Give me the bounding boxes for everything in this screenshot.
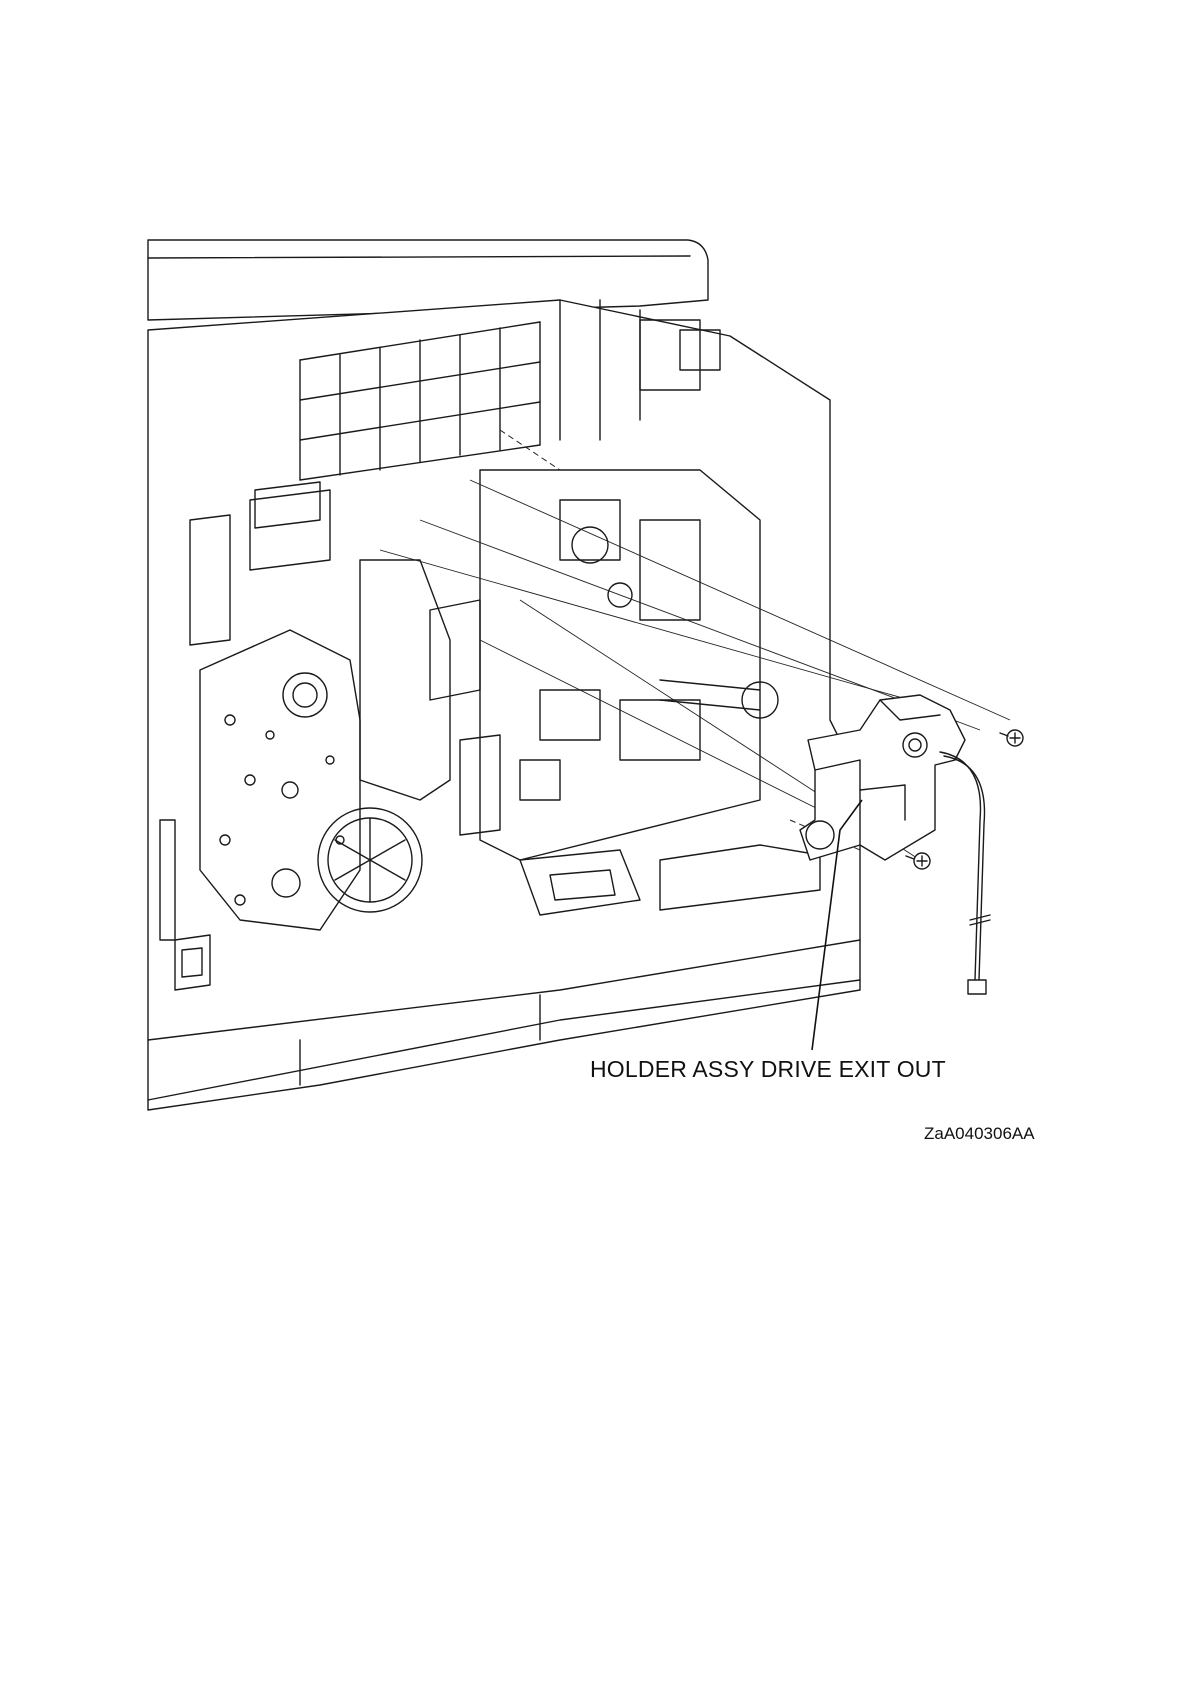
wire-harness-connector: [940, 752, 990, 994]
screw-icon: [906, 853, 930, 869]
figure-id: ZaA040306AA: [924, 1124, 1035, 1144]
screw-icon: [1000, 730, 1023, 746]
part-callout-label: HOLDER ASSY DRIVE EXIT OUT: [590, 1056, 946, 1083]
